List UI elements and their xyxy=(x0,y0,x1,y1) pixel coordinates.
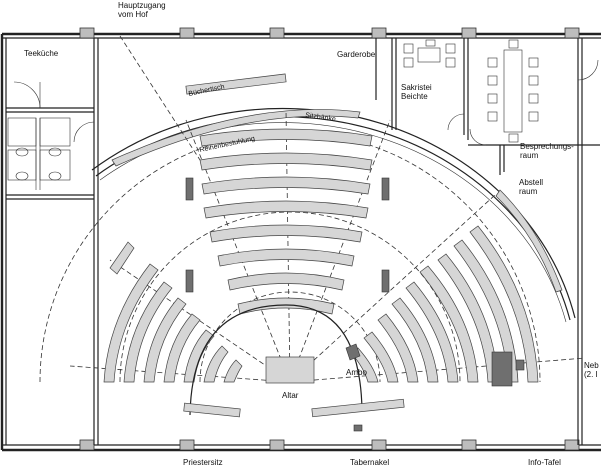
right-rooms xyxy=(375,38,600,445)
label-altar: Altar xyxy=(282,391,299,400)
label-tabernakel: Tabernakel xyxy=(350,458,389,467)
label-abstell: Abstell xyxy=(519,178,543,187)
label-sakristei: Sakristei xyxy=(401,83,432,92)
curved-wall xyxy=(91,73,576,323)
nave-columns xyxy=(185,177,390,293)
left-wing xyxy=(6,38,99,445)
altar-zone xyxy=(183,304,405,432)
label-ambo: Ambo xyxy=(346,368,367,377)
label-hauptzugang-2: vom Hof xyxy=(118,10,149,19)
label-priestersitz: Priestersitz xyxy=(183,458,223,467)
label-sitzbaenke: Sitzbänke xyxy=(305,112,337,123)
label-teekueche: Teeküche xyxy=(24,49,59,58)
label-garderobe: Garderobe xyxy=(337,50,376,59)
label-besprechung-2: raum xyxy=(520,151,539,160)
label-abstellraum: raum xyxy=(519,187,538,196)
label-neben-2: (2. I xyxy=(584,370,598,379)
seating-left xyxy=(103,241,243,383)
label-neben: Neb xyxy=(584,361,599,370)
label-infotafel: Info-Tafel xyxy=(528,458,561,467)
outer-walls xyxy=(0,27,601,452)
seating-center xyxy=(199,128,373,315)
seating-right xyxy=(351,225,539,387)
label-hauptzugang: Hauptzugang xyxy=(118,1,166,10)
label-beichte: Beichte xyxy=(401,92,428,101)
label-besprechung: Besprechungs- xyxy=(520,142,574,151)
